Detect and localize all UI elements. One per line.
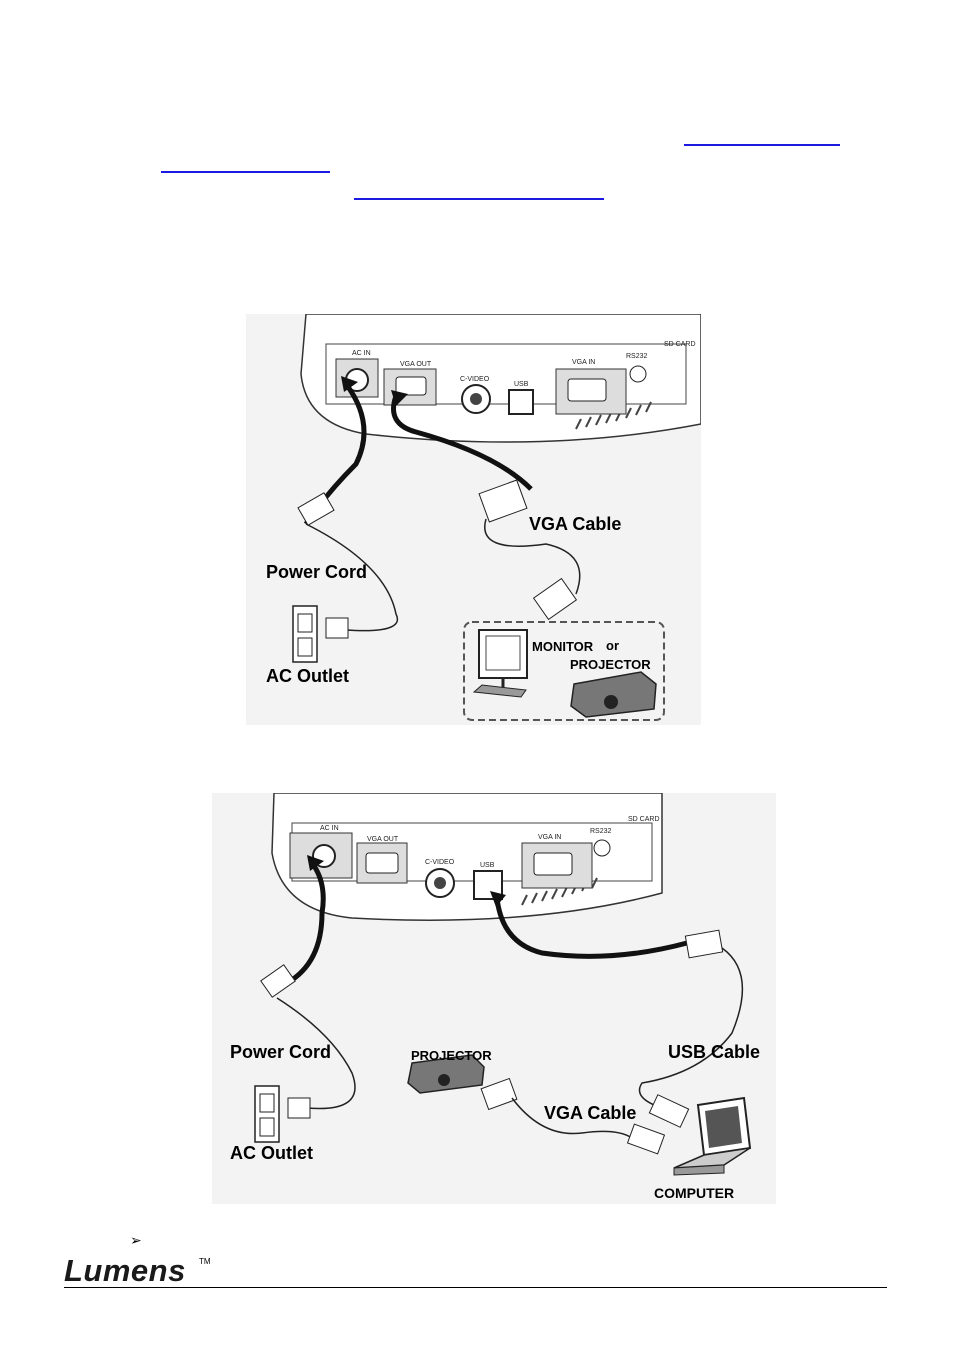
bullet-arrow-icon: ➢ [130, 1233, 142, 1249]
label-or: or [606, 638, 619, 653]
footer-rule [64, 1287, 887, 1288]
label-monitor: MONITOR [532, 639, 594, 654]
port-label-vga-out: VGA OUT [367, 836, 399, 843]
port-label-usb: USB [514, 381, 529, 388]
port-label-vga-in: VGA IN [572, 359, 595, 366]
vga-connection-diagram: AC IN VGA OUT C-VIDEO USB VGA IN RS232 S… [246, 314, 701, 725]
port-label-rs232: RS232 [590, 828, 612, 835]
hyperlink-underline-2[interactable] [161, 171, 330, 173]
port-label-ac-in: AC IN [352, 350, 371, 357]
hyperlink-underline-3[interactable] [354, 198, 604, 200]
label-projector: PROJECTOR [411, 1048, 492, 1063]
port-label-sd-card: SD CARD [664, 341, 696, 348]
trademark-mark: TM [199, 1257, 211, 1266]
port-label-ac-in: AC IN [320, 825, 339, 832]
hyperlink-underline-1[interactable] [684, 144, 840, 146]
label-vga-cable: VGA Cable [529, 514, 621, 534]
port-label-sd-card: SD CARD [628, 816, 660, 823]
port-label-c-video: C-VIDEO [425, 859, 455, 866]
port-label-usb: USB [480, 862, 495, 869]
label-ac-outlet: AC Outlet [266, 666, 349, 686]
port-label-vga-out: VGA OUT [400, 361, 432, 368]
label-power-cord: Power Cord [230, 1042, 331, 1062]
label-computer: COMPUTER [654, 1185, 734, 1201]
label-projector: PROJECTOR [570, 657, 651, 672]
port-label-c-video: C-VIDEO [460, 376, 490, 383]
lumens-logo: Lumens [64, 1253, 186, 1288]
usb-connection-diagram: AC IN VGA OUT C-VIDEO USB VGA IN RS232 S… [212, 793, 776, 1204]
label-power-cord: Power Cord [266, 562, 367, 582]
label-vga-cable: VGA Cable [544, 1103, 636, 1123]
label-usb-cable: USB Cable [668, 1042, 760, 1062]
port-label-vga-in: VGA IN [538, 834, 561, 841]
label-ac-outlet: AC Outlet [230, 1143, 313, 1163]
port-label-rs232: RS232 [626, 353, 648, 360]
